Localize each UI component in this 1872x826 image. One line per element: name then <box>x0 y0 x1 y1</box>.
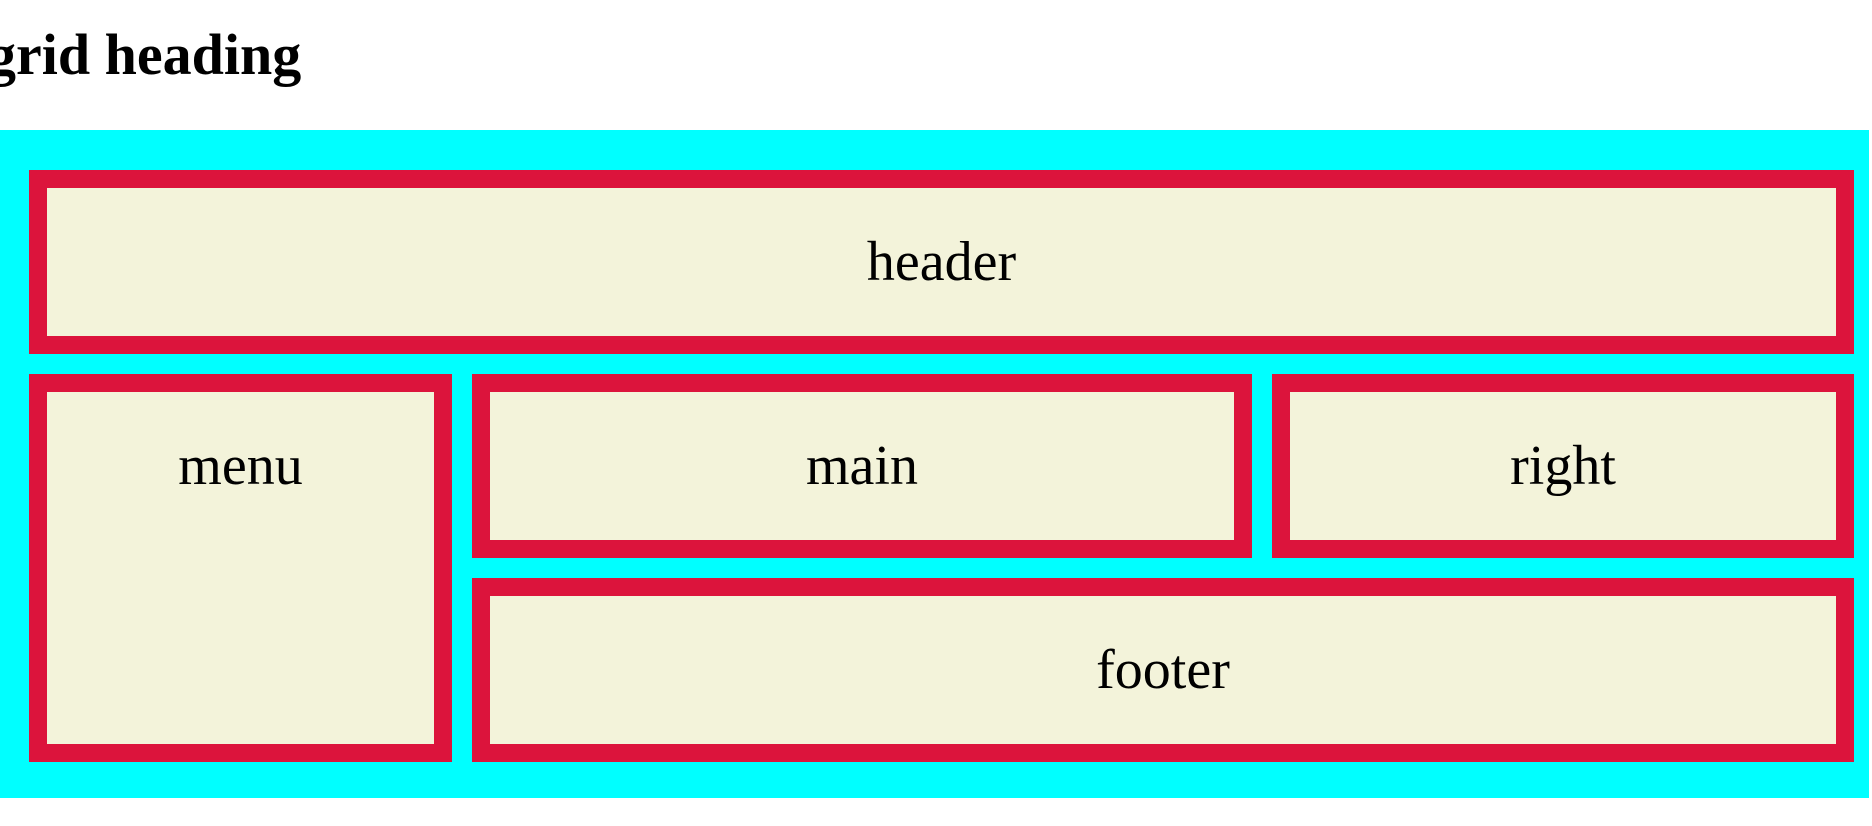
grid-cell-right-label: right <box>1510 435 1616 497</box>
grid-cell-main-label: main <box>806 435 918 497</box>
grid-cell-header: header <box>29 170 1854 354</box>
grid-cell-menu-label: menu <box>178 435 303 497</box>
grid-cell-right: right <box>1272 374 1854 558</box>
grid-cell-header-label: header <box>866 231 1017 293</box>
grid-container: header menu main right footer <box>0 130 1869 798</box>
grid-cell-footer: footer <box>472 578 1854 762</box>
grid-cell-main: main <box>472 374 1252 558</box>
page-heading: grid heading <box>0 22 302 87</box>
grid-cell-footer-label: footer <box>1096 639 1230 701</box>
grid-cell-menu: menu <box>29 374 452 762</box>
